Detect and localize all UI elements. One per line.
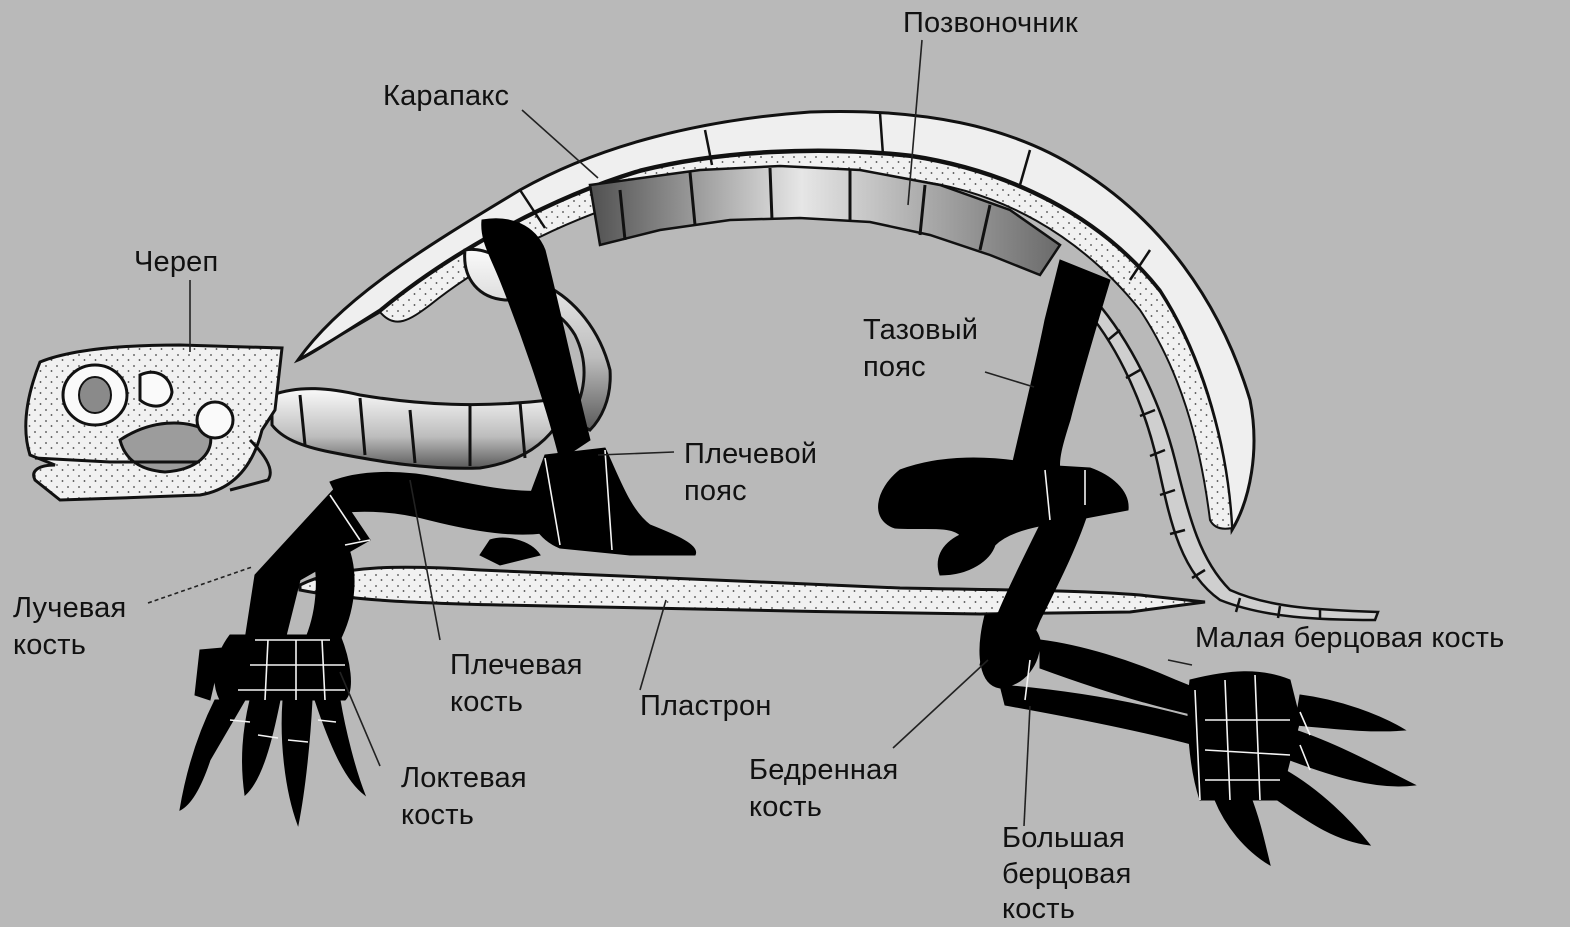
label-ulna-line2: кость bbox=[401, 797, 474, 833]
label-femur-line2: кость bbox=[749, 789, 822, 825]
label-plastron: Пластрон bbox=[640, 688, 772, 724]
label-tibia-line2: берцовая bbox=[1002, 856, 1131, 892]
plastron bbox=[300, 567, 1205, 614]
label-pelvic-girdle-line2: пояс bbox=[863, 349, 926, 385]
label-carapace: Карапакс bbox=[383, 78, 509, 114]
label-spine: Позвоночник bbox=[903, 5, 1078, 41]
label-shoulder-girdle-line2: пояс bbox=[684, 473, 747, 509]
label-femur-line1: Бедренная bbox=[749, 752, 898, 788]
label-humerus-line1: Плечевая bbox=[450, 647, 583, 683]
label-radius-line2: кость bbox=[13, 627, 86, 663]
label-humerus-line2: кость bbox=[450, 684, 523, 720]
label-shoulder-girdle-line1: Плечевой bbox=[684, 436, 817, 472]
label-radius-line1: Лучевая bbox=[13, 590, 126, 626]
label-skull: Череп bbox=[134, 244, 218, 280]
label-tibia-line1: Большая bbox=[1002, 820, 1125, 856]
front-limb bbox=[180, 219, 696, 825]
label-tibia-line3: кость bbox=[1002, 891, 1075, 927]
label-fibula: Малая берцовая кость bbox=[1195, 620, 1504, 656]
label-pelvic-girdle-line1: Тазовый bbox=[863, 312, 978, 348]
hind-limb bbox=[879, 260, 1415, 865]
label-ulna-line1: Локтевая bbox=[401, 760, 527, 796]
skull bbox=[26, 345, 282, 500]
